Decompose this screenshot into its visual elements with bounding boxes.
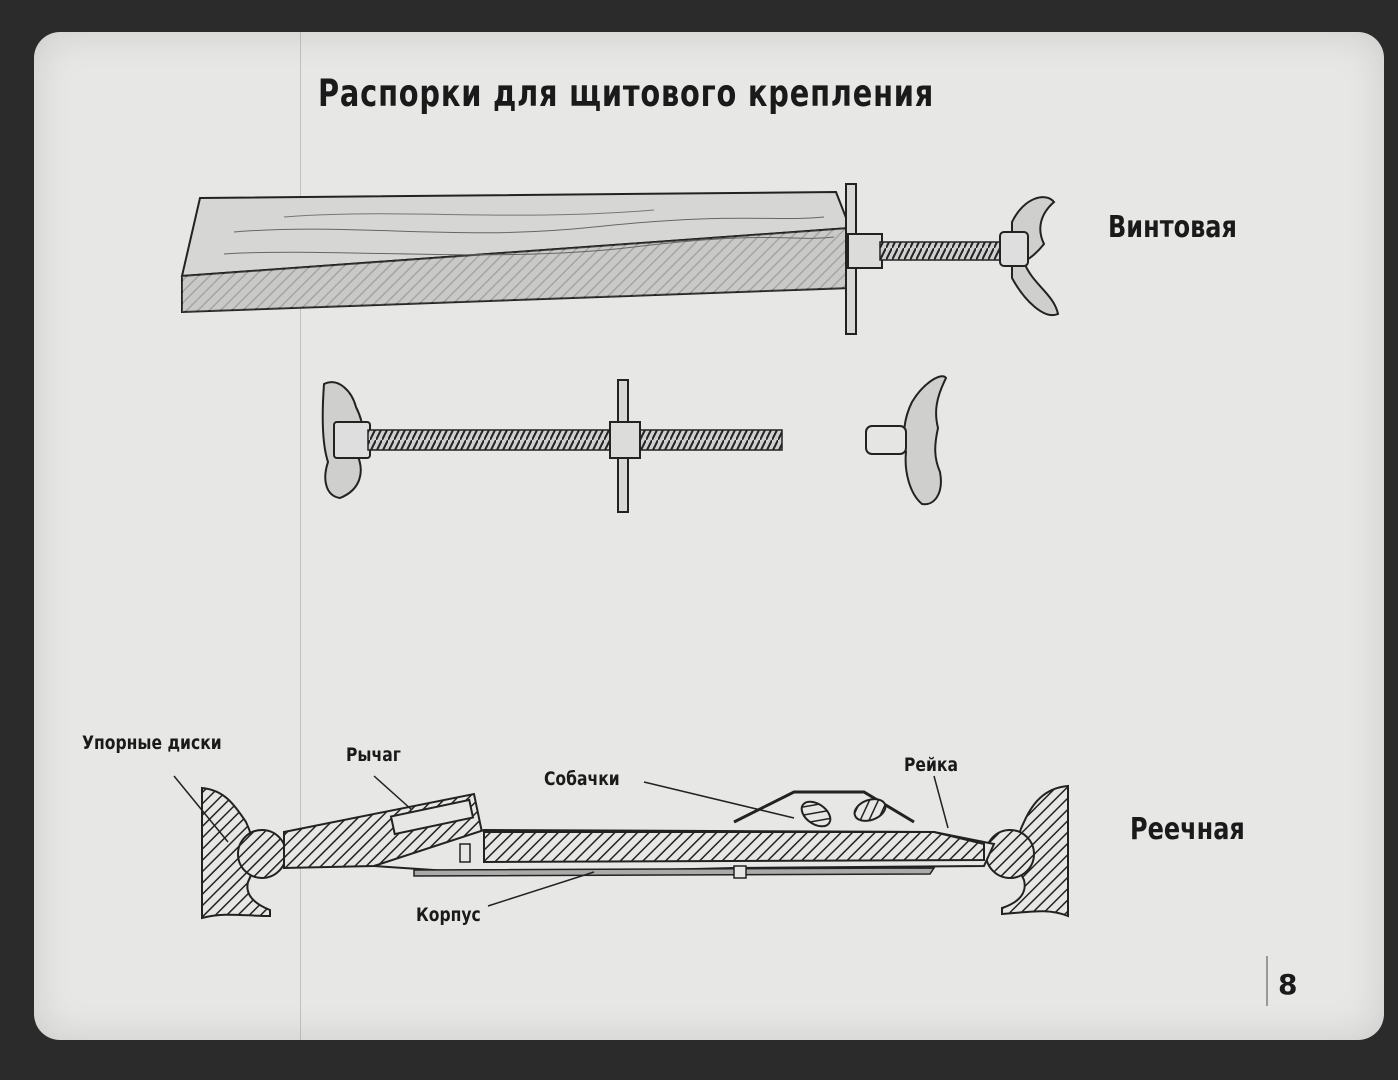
nut bbox=[847, 233, 883, 269]
pawls-cover bbox=[733, 790, 915, 824]
leader-body bbox=[487, 871, 595, 907]
screw-strut-assembled bbox=[180, 183, 1060, 335]
base-plate bbox=[413, 867, 936, 877]
label-screw-type: Винтовая bbox=[1108, 210, 1237, 245]
screw-strut-parts bbox=[321, 375, 948, 513]
film-scratch-line bbox=[300, 32, 301, 1040]
left-thrust-disc bbox=[201, 786, 271, 920]
rack-strut-section bbox=[173, 775, 1069, 920]
sliding-nut bbox=[609, 421, 641, 459]
right-thrust-disc bbox=[1001, 784, 1069, 918]
label-thrust-discs: Упорные диски bbox=[82, 732, 222, 754]
long-threaded-rod bbox=[367, 429, 783, 451]
page-number-box bbox=[1266, 956, 1308, 1006]
pawl-2 bbox=[853, 798, 887, 822]
leader-lever bbox=[373, 775, 413, 811]
wing-nut-separate bbox=[903, 375, 948, 506]
wing-nut-boss bbox=[865, 425, 907, 455]
lever-handle bbox=[389, 798, 475, 836]
leader-rack bbox=[933, 775, 949, 829]
diagram-artwork bbox=[173, 183, 1069, 920]
slide: Распорки для щитового крепления Винтовая… bbox=[34, 32, 1384, 1040]
slide-title: Распорки для щитового крепления bbox=[318, 72, 935, 115]
wing-head bbox=[1011, 196, 1060, 317]
rack-bar bbox=[483, 831, 985, 864]
page-number: 8 bbox=[1278, 968, 1298, 1001]
leader-thrust-discs bbox=[173, 775, 229, 843]
leader-pawls bbox=[643, 781, 795, 819]
label-body: Корпус bbox=[416, 904, 481, 926]
pawl-1 bbox=[800, 800, 832, 828]
label-pawls: Собачки bbox=[544, 768, 620, 790]
label-rack: Рейка bbox=[904, 754, 958, 776]
threaded-screw bbox=[879, 241, 1005, 261]
label-lever: Рычаг bbox=[346, 744, 401, 766]
label-rack-type: Реечная bbox=[1130, 812, 1245, 847]
